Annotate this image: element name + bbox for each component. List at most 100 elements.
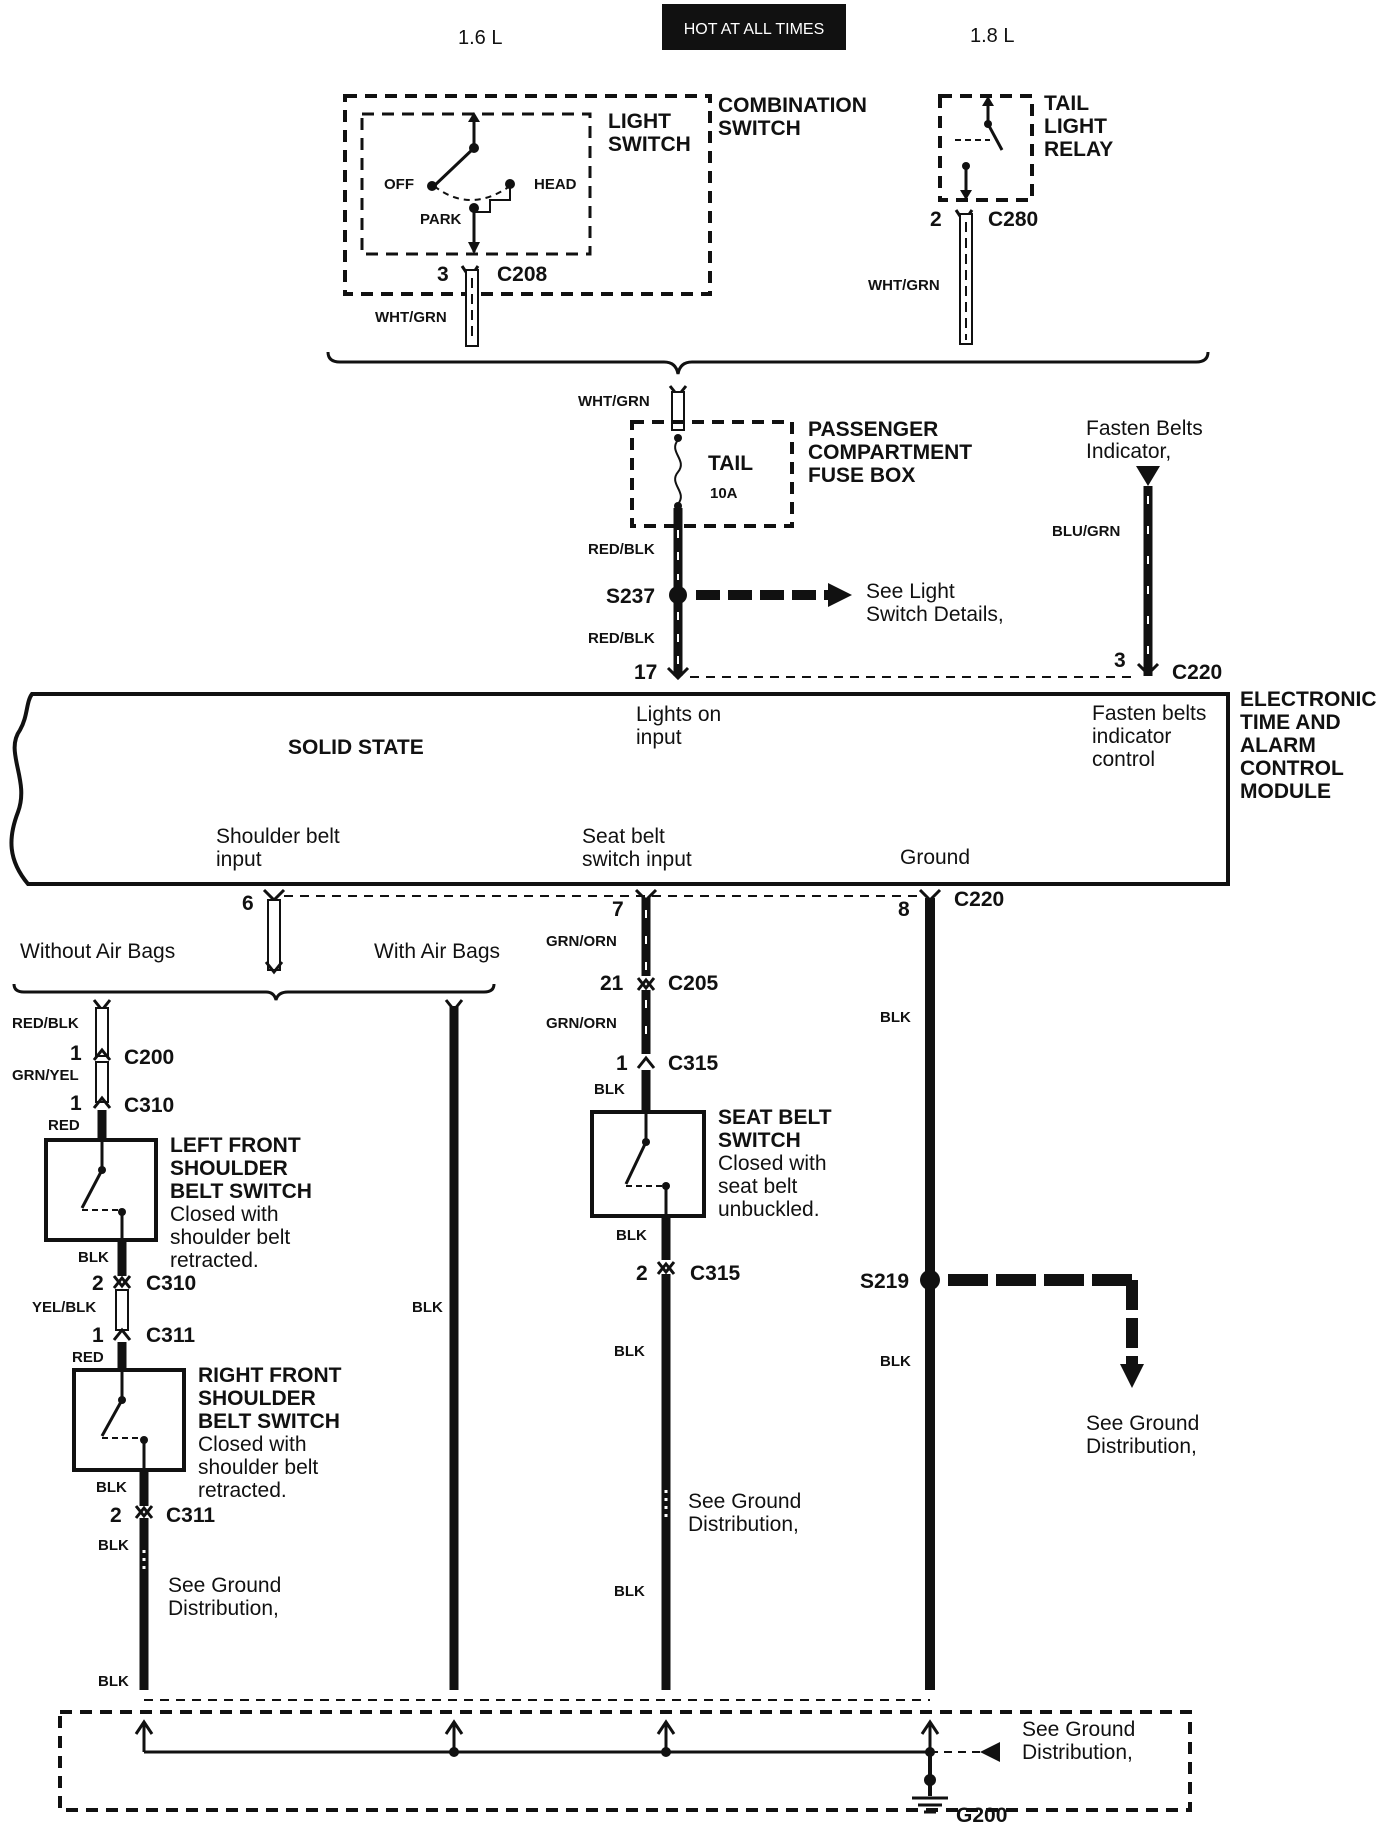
right-switch-title-1: RIGHT FRONT [198, 1364, 342, 1387]
c315-out-mark [656, 1261, 676, 1275]
c205-mark [636, 977, 656, 991]
seat-belt-circuit: 7 GRN/ORN 21 C205 GRN/ORN 1 C315 BLK SEA… [546, 888, 832, 1690]
head-to-park-link [474, 186, 511, 213]
relay-output-arrow [960, 190, 972, 200]
wire-red-1-color: RED [48, 1117, 80, 1134]
seatbelt-input-2: switch input [582, 848, 692, 871]
g200-label: G200 [956, 1804, 1007, 1826]
wire-shoulder-input [267, 899, 281, 971]
variant-label-1-6l: 1.6 L [458, 27, 502, 49]
left-switch-title-2: SHOULDER [170, 1157, 288, 1180]
combination-switch-title-2: SWITCH [718, 117, 801, 140]
right-switch-desc-1: Closed with [198, 1433, 307, 1456]
fasten-control-1: Fasten belts [1092, 702, 1206, 725]
c311-pin-in: 1 [92, 1324, 104, 1347]
combination-switch-box [343, 94, 712, 296]
wire-blk-2-color: BLK [96, 1479, 127, 1496]
light-switch-title-1: LIGHT [608, 110, 671, 133]
c311-out-label: C311 [166, 1504, 215, 1527]
fasten-belts-indicator-symbol [1136, 466, 1160, 486]
fuse-output-wire-color: RED/BLK [588, 541, 655, 558]
lights-on-input-1: Lights on [636, 703, 721, 726]
wire-shoulder-input-end [264, 961, 284, 975]
shoulder-input-2: input [216, 848, 262, 871]
g200-node [924, 1774, 936, 1786]
seatbelt-ground-ref-1: See Ground [688, 1490, 801, 1513]
c315-label: C315 [668, 1052, 719, 1075]
shoulder-ground-ref-2: Distribution, [168, 1597, 279, 1620]
wire-blk-4-color: BLK [98, 1673, 129, 1690]
c315-pin-out: 2 [636, 1262, 648, 1285]
wire-red-blk-shoulder [95, 1007, 109, 1057]
c311-out-mark [134, 1505, 154, 1519]
module-ground-circuit: 8 C220 BLK S219 BLK See Ground Distribut… [860, 888, 1199, 1690]
airbag-variant-brace [12, 983, 496, 1001]
without-airbags-label: Without Air Bags [20, 940, 175, 963]
left-switch-title-1: LEFT FRONT [170, 1134, 301, 1157]
module-title-3: ALARM [1240, 734, 1316, 757]
hot-at-all-times-label: HOT AT ALL TIMES [684, 21, 825, 38]
combination-switch-title-1: COMBINATION [718, 94, 867, 117]
c310-out-mark [112, 1275, 132, 1289]
combination-switch: COMBINATION SWITCH LIGHT SWITCH OFF HEAD… [343, 94, 867, 347]
s219-ref-1: See Ground [1086, 1412, 1199, 1435]
lights-on-input-2: input [636, 726, 682, 749]
fasten-belts-label-2: Indicator, [1086, 440, 1171, 463]
module-title-2: TIME AND [1240, 711, 1341, 734]
wire-grn-orn-1-color: GRN/ORN [546, 933, 617, 950]
left-switch-blade [80, 1169, 104, 1209]
ground-node-airbag [449, 1747, 459, 1757]
right-switch-blade [100, 1399, 124, 1437]
s219-branch-arrow [1120, 1364, 1144, 1388]
s219-splice [920, 1270, 940, 1290]
wire-grn-yel-color: GRN/YEL [12, 1067, 79, 1084]
relay-blade [986, 123, 1004, 151]
c208-wire-color: WHT/GRN [375, 309, 447, 326]
light-switch-output-arrow [468, 242, 480, 254]
fuse-top-terminal [674, 434, 682, 442]
c205-label: C205 [668, 972, 719, 995]
wire-wht-grn-fuse-in [671, 391, 685, 431]
fuse-box-title-1: PASSENGER [808, 418, 938, 441]
s219-ref-2: Distribution, [1086, 1435, 1197, 1458]
electronic-time-alarm-module: ELECTRONIC TIME AND ALARM CONTROL MODULE… [9, 688, 1377, 886]
ground-input: Ground [900, 846, 970, 869]
right-shoulder-switch-box [72, 1368, 186, 1472]
seatbelt-title-1: SEAT BELT [718, 1106, 832, 1129]
pos-off-label: OFF [384, 176, 414, 193]
pin-17-connector-mark [666, 666, 690, 681]
wire-red-blk-color: RED/BLK [12, 1015, 79, 1032]
ground-bus-box [58, 1710, 1192, 1812]
passenger-fuse-box: WHT/GRN TAIL 10A PASSENGER COMPARTMENT F… [578, 385, 1004, 684]
shoulder-input-1: Shoulder belt [216, 825, 340, 848]
c311-pin-out: 2 [110, 1504, 122, 1527]
c310-label: C310 [124, 1094, 174, 1117]
c200-label: C200 [124, 1046, 174, 1069]
fuse-name: TAIL [708, 452, 753, 475]
fuse-pin-17: 17 [634, 661, 657, 684]
fasten-belts-wire-color: BLU/GRN [1052, 523, 1120, 540]
fasten-belts-indicator: Fasten Belts Indicator, BLU/GRN 3 C220 [1052, 417, 1222, 684]
switch-gang-link [433, 185, 511, 201]
wire-blk-1-color-seatbelt: BLK [614, 1343, 645, 1360]
c315-pin-in: 1 [616, 1052, 628, 1075]
ground-bus-ref-1: See Ground [1022, 1718, 1135, 1741]
shoulder-ground-ref-1: See Ground [168, 1574, 281, 1597]
pin-3-connector-mark [1136, 662, 1160, 677]
variant-label-1-8l: 1.8 L [970, 25, 1014, 47]
left-switch-desc-3: retracted. [170, 1249, 259, 1272]
module-title-1: ELECTRONIC [1240, 688, 1377, 711]
relay-title-1: TAIL [1044, 92, 1089, 115]
hot-at-all-times-badge [662, 4, 846, 50]
right-switch-desc-3: retracted. [198, 1479, 287, 1502]
right-switch-desc-2: shoulder belt [198, 1456, 318, 1479]
solid-state-label: SOLID STATE [288, 736, 424, 759]
c280-label: C280 [988, 208, 1038, 231]
c220-bottom-label: C220 [954, 888, 1004, 911]
shoulder-pin-6: 6 [242, 892, 254, 915]
tail-light-relay-box [938, 94, 1034, 202]
wire-blk-in-color: BLK [594, 1081, 625, 1098]
seatbelt-input-1: Seat belt [582, 825, 665, 848]
left-switch-desc-1: Closed with [170, 1203, 279, 1226]
fuse-box-title-2: COMPARTMENT [808, 441, 972, 464]
